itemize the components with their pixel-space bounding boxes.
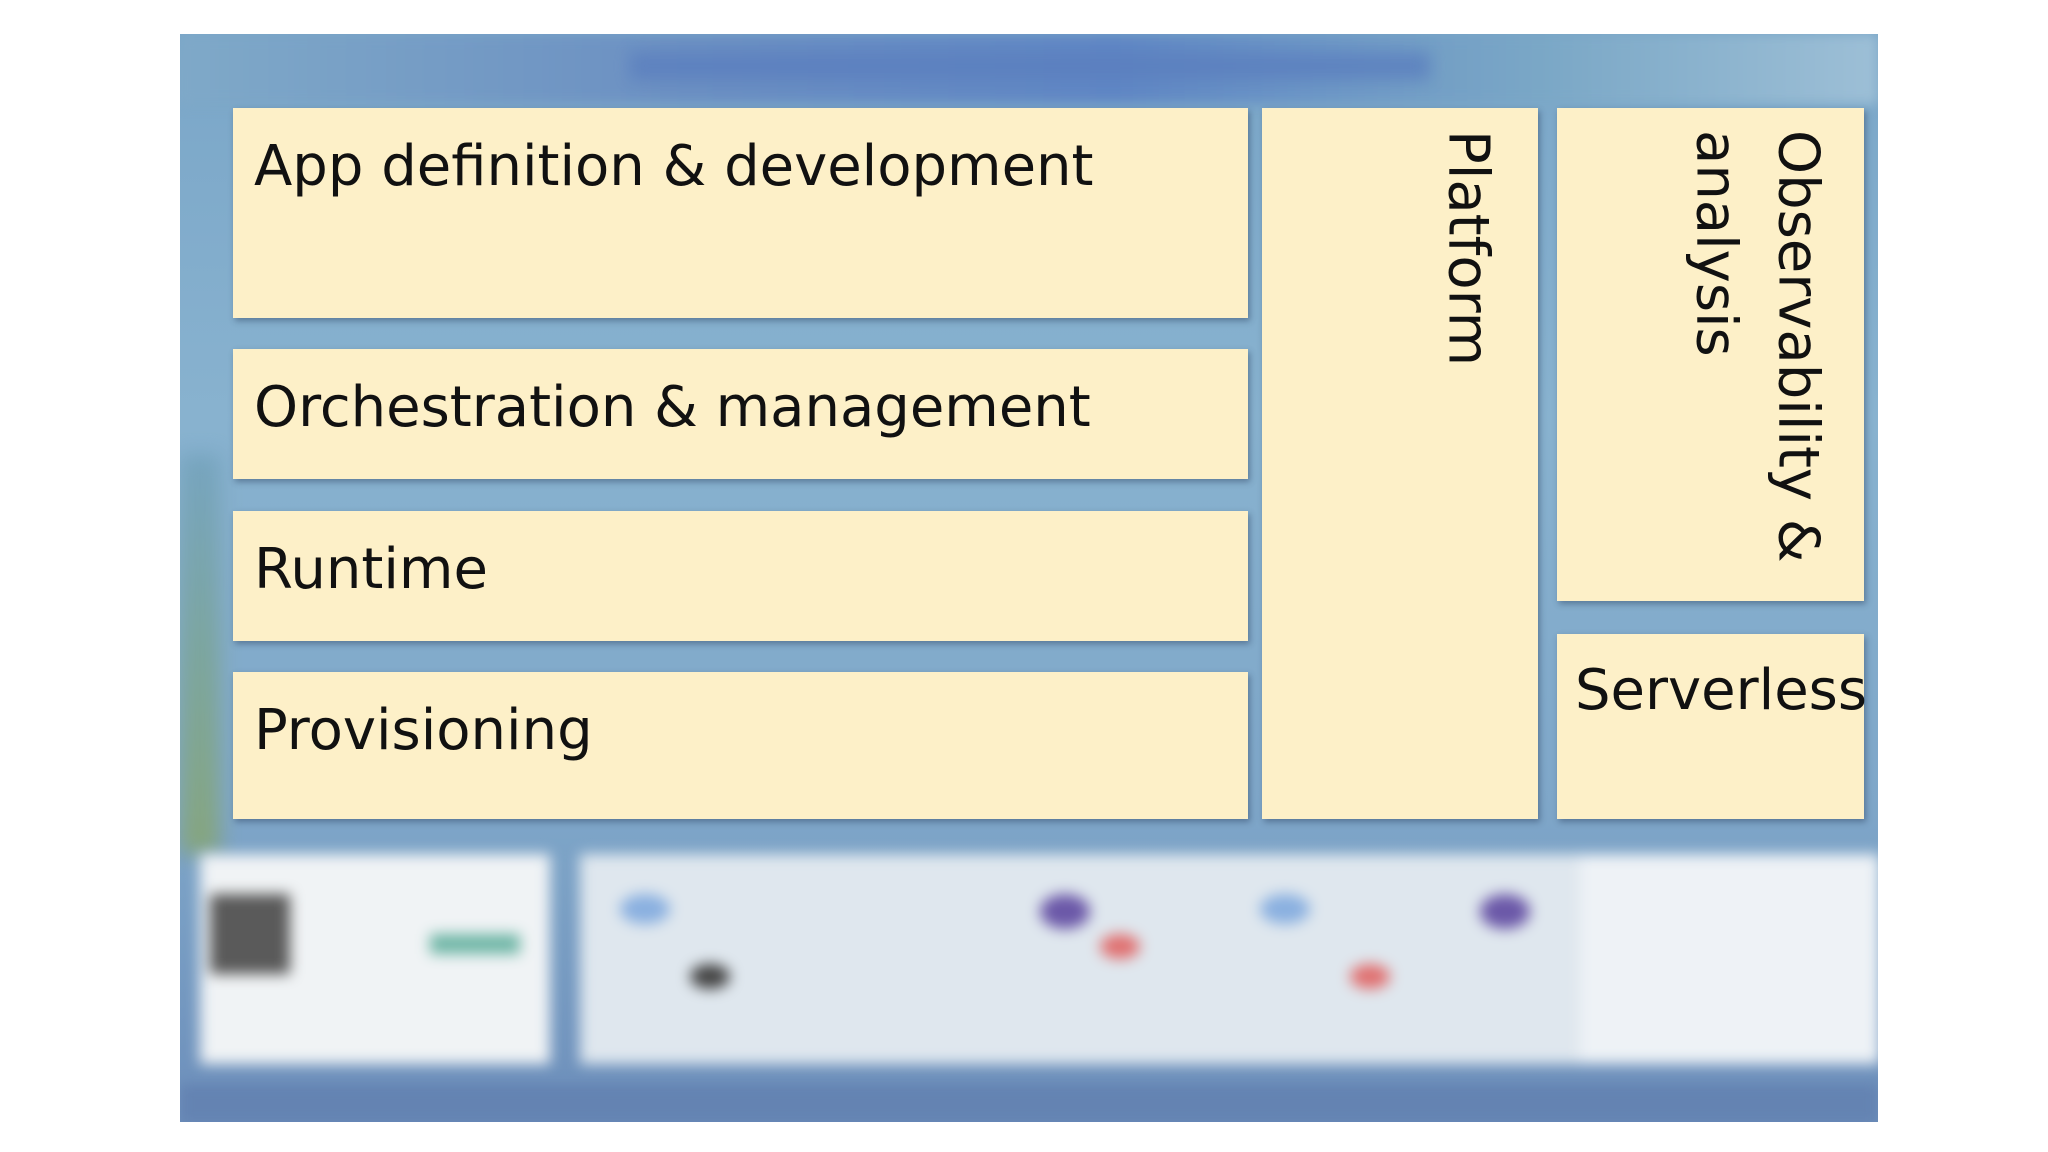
layer-orchestration: Orchestration & management [233, 349, 1248, 479]
observability-label-line2: analysis [1683, 130, 1749, 357]
backdrop-top-strip [630, 52, 1430, 80]
platform-label: Platform [1435, 130, 1501, 367]
layer-provisioning: Provisioning [233, 672, 1248, 819]
layer-app-definition: App definition & development [233, 108, 1248, 318]
layer-label: Runtime [254, 537, 488, 602]
observability-label-line1: Observability & [1765, 130, 1831, 563]
serverless-box: Serverless [1557, 634, 1868, 819]
platform-column: Platform [1262, 108, 1538, 819]
backdrop-bottom-band [180, 1084, 1878, 1122]
layer-label: Provisioning [254, 698, 593, 763]
layer-runtime: Runtime [233, 511, 1248, 641]
backdrop-left-edge [180, 454, 220, 854]
serverless-label: Serverless [1575, 658, 1868, 723]
layer-label: App definition & development [254, 134, 1094, 199]
backdrop-panel [580, 854, 1580, 1064]
backdrop-panel [200, 854, 550, 1064]
layer-label: Orchestration & management [254, 375, 1091, 440]
backdrop-panel [1580, 854, 1878, 1064]
observability-column: Observability & analysis [1557, 108, 1864, 601]
backdrop-thumbnail-strip [200, 854, 1878, 1094]
